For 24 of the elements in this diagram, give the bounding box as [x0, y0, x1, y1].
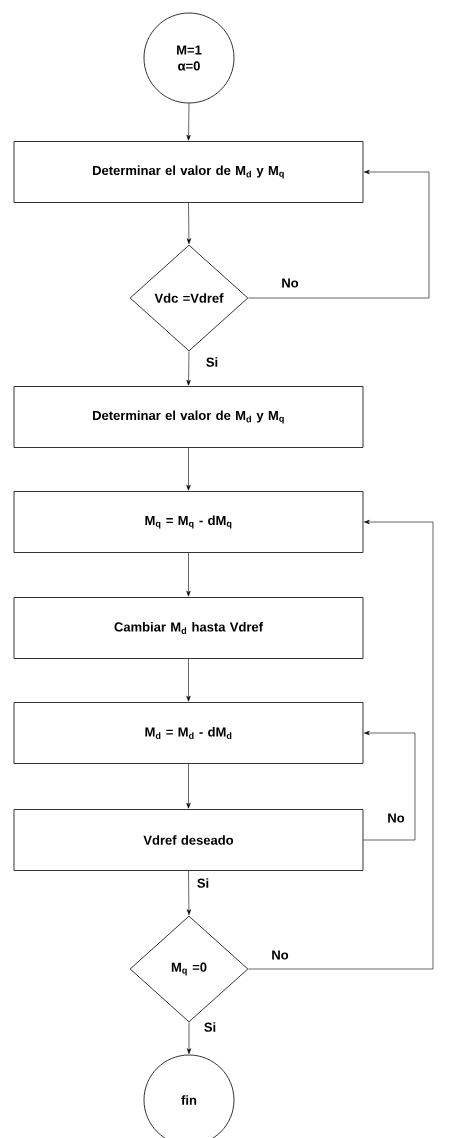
process-box: Vdref deseado [13, 809, 364, 871]
process-box: Determinar el valor de M$_{d}$ y M$_{q}$ [13, 386, 364, 448]
arrow [186, 103, 191, 141]
edge-label: No [386, 812, 406, 824]
arrow [248, 519, 434, 970]
process-box: M$_{q}$ = M$_{q}$ - dM$_{q}$ [13, 491, 364, 553]
arrow [186, 870, 192, 915]
arrow [186, 552, 191, 597]
edge-label: No [270, 949, 290, 961]
arrow [363, 730, 416, 841]
process-box: Cambiar M$_{d}$ hasta Vdref [13, 597, 364, 659]
edge-label: No [280, 277, 300, 289]
arrow [186, 447, 191, 491]
arrow [186, 202, 192, 244]
arrow [186, 1022, 192, 1054]
arrow [186, 763, 191, 809]
arrow [186, 351, 191, 386]
arrow [248, 169, 430, 299]
process-box: Determinar el valor de M$_{d}$ y M$_{q}$ [13, 141, 364, 203]
process-box: M$_{d}$ = M$_{d}$ - dM$_{d}$ [13, 702, 364, 764]
edge-label: Si [202, 1021, 218, 1033]
edge-label: Si [204, 356, 220, 368]
edge-label: Si [195, 877, 211, 889]
arrow [186, 658, 191, 702]
